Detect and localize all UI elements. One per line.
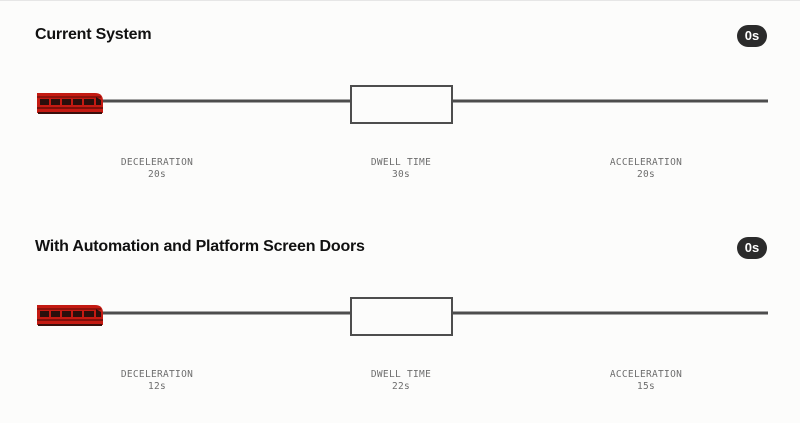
scenario-title: With Automation and Platform Screen Door… xyxy=(35,238,365,255)
station-platform xyxy=(350,297,453,336)
stage-name: DECELERATION xyxy=(120,369,194,380)
stage-name: ACCELERATION xyxy=(609,369,683,380)
scenario-current-system: Current System 0s DECELERATION 20s DWELL… xyxy=(0,1,800,211)
train-icon xyxy=(37,93,103,114)
stage-duration: 12s xyxy=(147,381,167,392)
track-diagram xyxy=(37,297,768,336)
stage-dwell-time: DWELL TIME 30s xyxy=(331,157,471,181)
stage-duration: 22s xyxy=(391,381,411,392)
stage-duration: 20s xyxy=(147,169,167,180)
timer-badge: 0s xyxy=(737,237,767,259)
scenario-title: Current System xyxy=(35,26,152,43)
timer-badge: 0s xyxy=(737,25,767,47)
scenario-automation-psd: With Automation and Platform Screen Door… xyxy=(0,213,800,423)
stage-duration: 15s xyxy=(636,381,656,392)
stage-duration: 30s xyxy=(391,169,411,180)
train-icon xyxy=(37,305,103,326)
stage-name: DWELL TIME xyxy=(370,157,432,168)
track-diagram xyxy=(37,85,768,124)
stage-dwell-time: DWELL TIME 22s xyxy=(331,369,471,393)
stage-name: ACCELERATION xyxy=(609,157,683,168)
station-platform xyxy=(350,85,453,124)
stage-name: DWELL TIME xyxy=(370,369,432,380)
stage-deceleration: DECELERATION 20s xyxy=(87,157,227,181)
stage-name: DECELERATION xyxy=(120,157,194,168)
stage-duration: 20s xyxy=(636,169,656,180)
stage-acceleration: ACCELERATION 15s xyxy=(576,369,716,393)
stage-deceleration: DECELERATION 12s xyxy=(87,369,227,393)
stage-acceleration: ACCELERATION 20s xyxy=(576,157,716,181)
